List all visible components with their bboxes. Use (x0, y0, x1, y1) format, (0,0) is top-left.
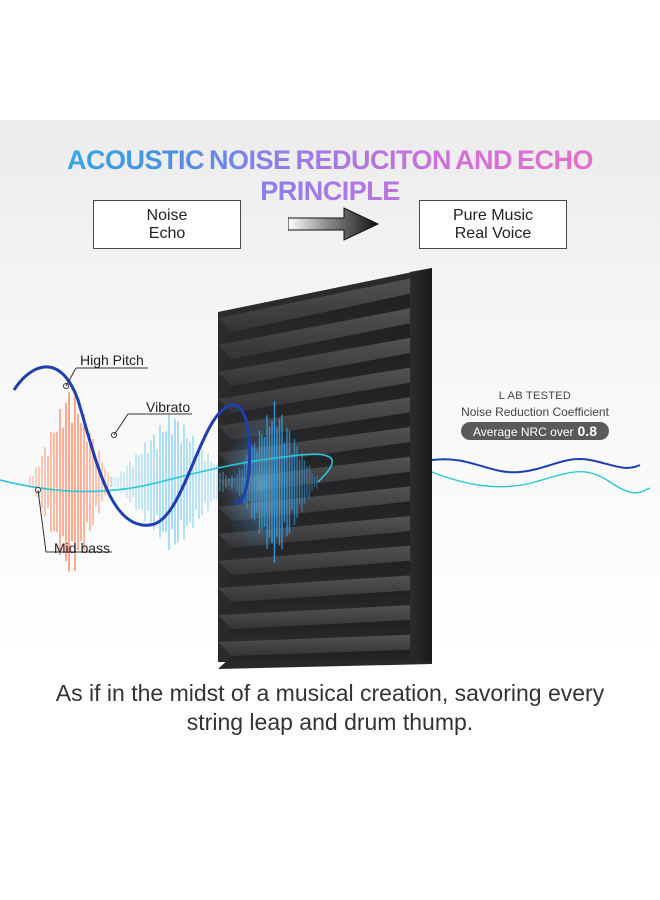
foam-ridge-top (218, 544, 432, 575)
nrc-pill-text: Average NRC over (473, 425, 574, 439)
impact-burst (231, 401, 318, 563)
real-voice-label: Real Voice (454, 224, 532, 242)
pure-music-label: Pure Music (452, 206, 534, 224)
foam-ridge-bottom (218, 559, 432, 588)
mid-bass-label: Mid bass (54, 540, 111, 556)
vibrato-wave (0, 453, 334, 493)
foam-ridge-bottom (218, 589, 432, 615)
foam-ridge-bottom (218, 289, 432, 345)
mid-bass-pointer (35, 487, 112, 553)
foam-ridge-top (218, 304, 432, 359)
acoustic-illustration (0, 268, 651, 669)
vibrato-label: Vibrato (146, 399, 191, 415)
mid-bass-burst (29, 392, 112, 572)
foam-ridge-top (218, 334, 432, 386)
lab-tested-badge: L AB TESTED Noise Reduction Coefficient … (440, 390, 630, 441)
foam-ridge-top (218, 634, 432, 656)
output-wave-dark (431, 457, 641, 474)
high-pitch-pointer (63, 367, 148, 389)
tagline-line-1: As if in the midst of a musical creation… (55, 680, 605, 706)
lab-tested-heading: L AB TESTED (498, 390, 572, 402)
foam-ridge-bottom (218, 619, 432, 642)
tagline: As if in the midst of a musical creation… (20, 679, 640, 737)
foam-ridge-bottom (218, 379, 432, 426)
pure-music-box: Pure Music Real Voice (419, 200, 567, 249)
foam-ridge-top (218, 274, 432, 332)
tagline-line-2: string leap and drum thump. (186, 709, 474, 735)
page-title: ACOUSTIC NOISE REDUCITON AND ECHO PRINCI… (0, 145, 660, 207)
high-pitch-label: High Pitch (80, 352, 144, 368)
echo-label: Echo (148, 224, 186, 242)
right-arrow-icon (288, 207, 380, 241)
foam-ridge-bottom (218, 349, 432, 399)
noise-label: Noise (146, 206, 188, 224)
foam-ridge-top (218, 364, 432, 413)
foam-ridge-bottom (218, 649, 432, 669)
nrc-value: 0.8 (577, 423, 597, 439)
vibrato-burst (111, 413, 233, 551)
foam-ridge-bottom (218, 319, 432, 372)
foam-ridge-top (218, 604, 432, 629)
vibrato-pointer (111, 413, 192, 438)
foam-ridge-top (218, 574, 432, 602)
high-pitch-wave (12, 365, 252, 527)
nrc-caption: Noise Reduction Coefficient (461, 405, 609, 419)
noise-echo-box: Noise Echo (93, 200, 241, 249)
output-wave-cyan (431, 471, 651, 494)
